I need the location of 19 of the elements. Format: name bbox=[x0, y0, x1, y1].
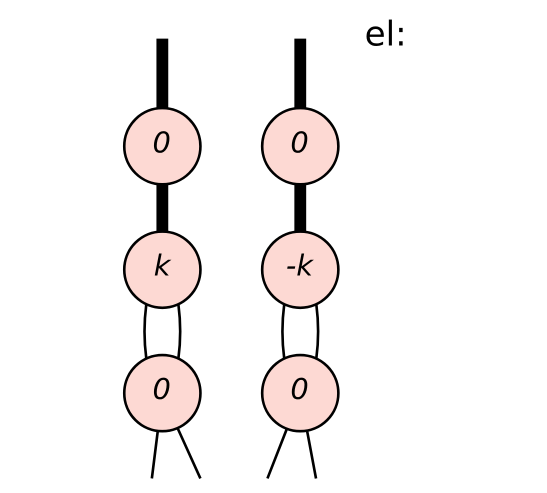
connector bbox=[294, 38, 306, 108]
connector bbox=[176, 428, 202, 479]
connector bbox=[266, 428, 288, 479]
connector bbox=[305, 430, 317, 479]
connector bbox=[280, 304, 285, 358]
connector bbox=[314, 304, 319, 358]
node-circle: -k bbox=[260, 230, 340, 310]
node-circle: 0 bbox=[122, 354, 202, 433]
connector bbox=[156, 38, 168, 108]
connector bbox=[156, 184, 168, 232]
label: el: bbox=[364, 14, 406, 54]
node-circle: 0 bbox=[122, 106, 202, 186]
connector bbox=[176, 304, 181, 358]
connector bbox=[142, 304, 148, 358]
connector bbox=[294, 184, 306, 232]
node-circle: k bbox=[122, 230, 202, 310]
connector bbox=[150, 430, 159, 479]
node-circle: 0 bbox=[260, 106, 340, 186]
node-circle: 0 bbox=[260, 354, 340, 433]
